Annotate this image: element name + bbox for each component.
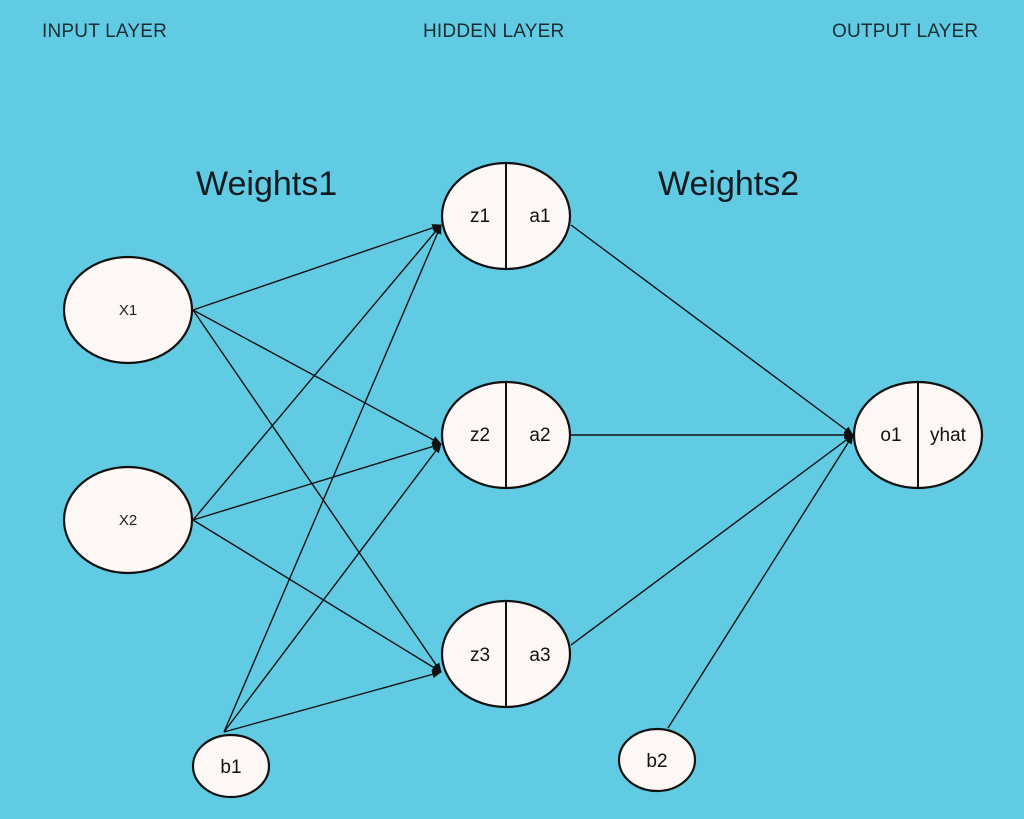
node-b2-label: b2 [646, 751, 667, 772]
node-x1-label: X1 [119, 302, 137, 319]
edges-layer2 [570, 224, 854, 729]
node-h1-z-label: z1 [470, 206, 490, 227]
node-h1-a-label: a1 [529, 206, 550, 227]
node-h1: z1 a1 [440, 161, 572, 271]
hidden-layer-label: HIDDEN LAYER [423, 21, 564, 42]
edge-b2-o1 [667, 434, 854, 729]
edge-x2-h2 [192, 442, 442, 521]
output-layer-label: OUTPUT LAYER [832, 21, 978, 42]
edge-x1-h1 [192, 224, 442, 311]
edge-h1-o1 [570, 224, 854, 436]
edge-x1-h3 [192, 309, 442, 673]
node-b1-label: b1 [220, 757, 241, 778]
weights2-label: Weights2 [658, 165, 799, 203]
node-b2: b2 [617, 727, 697, 793]
node-h2-z-label: z2 [470, 425, 490, 446]
edge-b1-h3 [223, 670, 442, 733]
node-b1: b1 [191, 733, 271, 799]
edges-layer1 [192, 224, 442, 733]
edge-x2-h1 [192, 224, 442, 521]
node-o1-label: o1 [880, 425, 901, 446]
edge-x2-h3 [192, 519, 442, 673]
node-o1: o1 yhat [852, 380, 984, 490]
node-h3-z-label: z3 [470, 645, 490, 666]
node-h3-a-label: a3 [529, 645, 550, 666]
node-yhat-label: yhat [930, 425, 967, 446]
node-x1: X1 [62, 255, 194, 365]
edge-b1-h1 [223, 224, 442, 733]
weights1-label: Weights1 [196, 165, 337, 203]
node-x2: X2 [62, 465, 194, 575]
input-layer-label: INPUT LAYER [42, 21, 167, 42]
edge-b1-h2 [223, 443, 442, 733]
edge-h3-o1 [570, 434, 854, 646]
node-h3: z3 a3 [440, 599, 572, 709]
node-h2-a-label: a2 [529, 425, 550, 446]
edge-x1-h2 [192, 309, 442, 445]
node-x2-label: X2 [119, 512, 137, 529]
node-h2: z2 a2 [440, 380, 572, 490]
